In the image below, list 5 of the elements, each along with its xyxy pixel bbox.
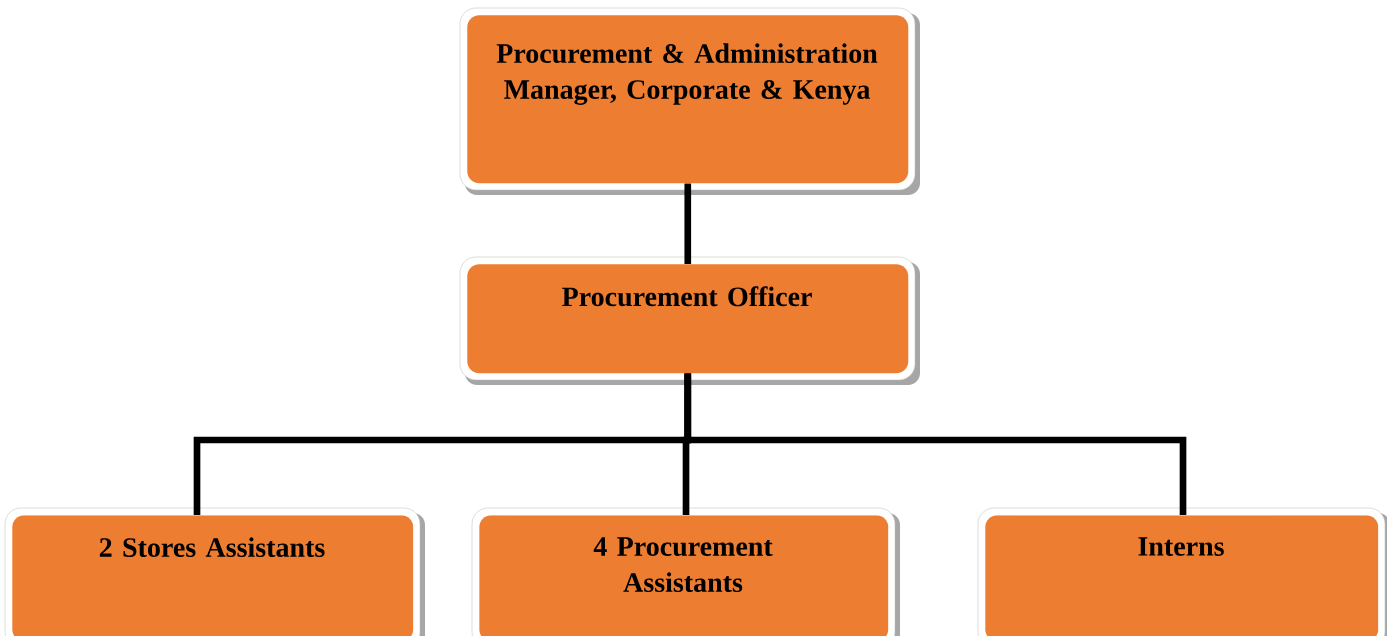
org-box: 2 Stores Assistants xyxy=(4,507,425,636)
org-box: Procurement & Administration Manager, Corporate & Kenya xyxy=(459,7,920,195)
org-box: 4 Procurement Assistants xyxy=(471,507,900,636)
org-box: Interns xyxy=(977,507,1387,636)
org-box: Procurement Officer xyxy=(459,256,920,385)
